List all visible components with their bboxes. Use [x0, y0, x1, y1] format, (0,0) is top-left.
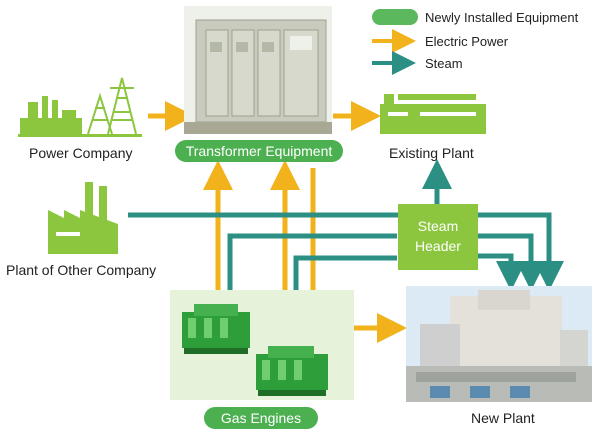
gas-engines-photo	[170, 290, 354, 400]
steam-line-other-company	[128, 212, 564, 291]
other-company-label: Plant of Other Company	[6, 262, 157, 278]
existing-plant-label: Existing Plant	[389, 145, 474, 161]
steam-header-line1: Steam	[417, 218, 459, 234]
new-plant-photo	[406, 286, 592, 402]
transformer-photo	[184, 6, 332, 134]
new-plant-label: New Plant	[471, 410, 535, 426]
steam-line-engine1	[227, 233, 397, 312]
power-company-icon	[18, 77, 142, 137]
steam-header-box	[398, 204, 478, 270]
existing-plant-icon	[380, 94, 486, 134]
legend-label-electric: Electric Power	[425, 34, 509, 49]
steam-header-line2: Header	[415, 238, 461, 254]
factory-icon	[48, 182, 118, 254]
steam-header-label: Steam Header	[398, 216, 478, 256]
steam-line-header-a	[478, 233, 546, 291]
transformer-equipment-label: Transformer Equipment	[175, 140, 343, 162]
gas-engines-label: Gas Engines	[204, 407, 318, 429]
power-company-label: Power Company	[29, 145, 133, 161]
steam-line-header-b	[478, 253, 526, 291]
legend-label-steam: Steam	[425, 56, 463, 71]
legend-label-new-equipment: Newly Installed Equipment	[425, 10, 579, 25]
legend-swatch-new-equipment	[372, 9, 418, 25]
